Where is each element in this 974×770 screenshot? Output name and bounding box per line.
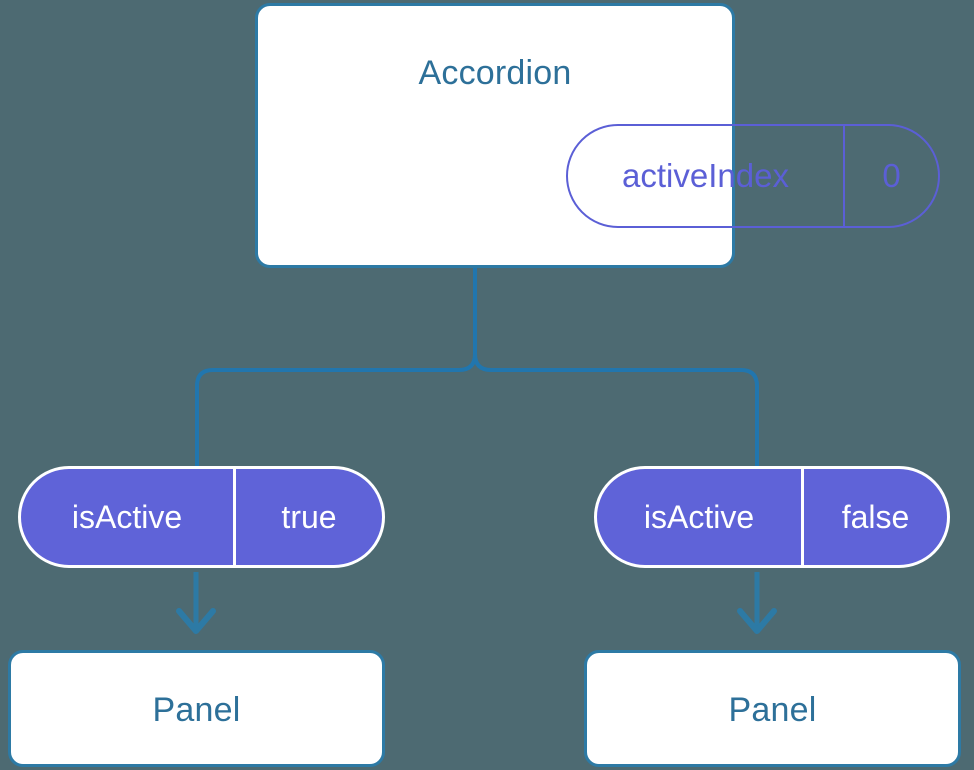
- state-chip-active-index[interactable]: activeIndex 0: [566, 124, 940, 228]
- node-panel-right[interactable]: Panel: [584, 650, 961, 767]
- prop-chip-value: true: [281, 498, 337, 535]
- arrow-left-head-icon: [176, 608, 216, 634]
- node-panel-left[interactable]: Panel: [8, 650, 385, 767]
- prop-chip-key: isActive: [21, 469, 236, 565]
- accordion-title: Accordion: [418, 54, 572, 92]
- prop-chip-key: isActive: [597, 469, 804, 565]
- node-accordion[interactable]: Accordion activeIndex 0: [255, 3, 940, 268]
- connector-root-to-right: [473, 266, 759, 469]
- prop-chip-is-active-true[interactable]: isActive true: [18, 466, 385, 568]
- panel-right-title: Panel: [728, 691, 817, 729]
- connector-root-to-left: [195, 266, 477, 469]
- prop-chip-value: false: [841, 498, 910, 535]
- panel-left-title: Panel: [152, 691, 241, 729]
- state-chip-value: 0: [882, 157, 901, 194]
- arrow-right-head-icon: [737, 608, 777, 634]
- prop-chip-is-active-false[interactable]: isActive false: [594, 466, 950, 568]
- state-chip-key: activeIndex: [568, 126, 845, 226]
